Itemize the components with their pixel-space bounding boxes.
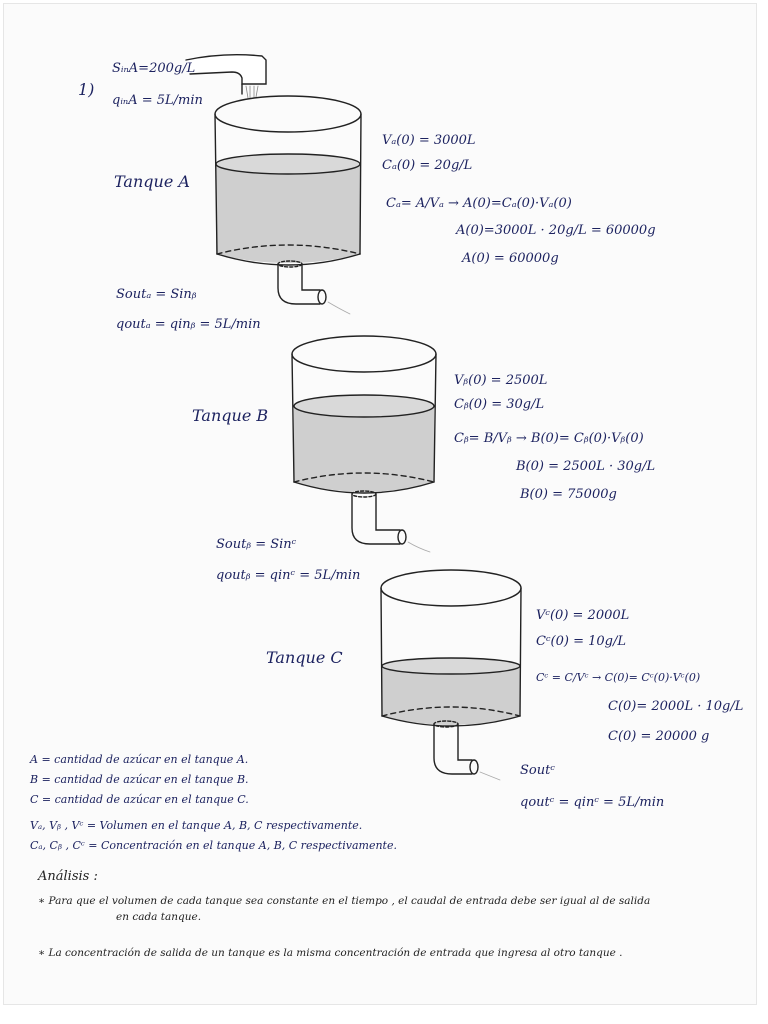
analysis-heading: Análisis : xyxy=(38,869,98,884)
tank-c-concentration: Cᶜ(0) = 10g/L xyxy=(536,634,626,649)
tank-a-outlet-flow: qoutₐ = qinᵦ = 5L/min xyxy=(116,317,261,332)
problem-number: 1) xyxy=(78,80,95,99)
tank-c-result: C(0) = 20000 g xyxy=(608,729,710,744)
tank-a-label: Tanque A xyxy=(114,172,190,191)
tank-a-result: A(0) = 60000g xyxy=(462,251,559,266)
tank-b-concentration: Cᵦ(0) = 30g/L xyxy=(454,397,545,412)
inlet-flow: qᵢₙA = 5L/min xyxy=(112,93,203,108)
tank-c-volume: Vᶜ(0) = 2000L xyxy=(536,608,630,623)
tank-b-outlet-flow: qoutᵦ = qinᶜ = 5L/min xyxy=(216,568,361,583)
tank-c-outlet-flow: qoutᶜ = qinᶜ = 5L/min xyxy=(520,795,665,810)
tank-a-concentration: Cₐ(0) = 20g/L xyxy=(382,158,473,173)
legend-item: Cₐ, Cᵦ , Cᶜ = Concentración en el tanque… xyxy=(30,839,397,852)
tank-drawings xyxy=(185,53,522,781)
tank-c-label: Tanque C xyxy=(266,648,343,667)
legend-item: B = cantidad de azúcar en el tanque B. xyxy=(30,773,249,786)
tank-b-result: B(0) = 75000g xyxy=(520,487,617,502)
analysis-bullet: ∗ La concentración de salida de un tanqu… xyxy=(38,947,623,959)
faucet-icon xyxy=(185,53,267,100)
notebook-page: 1) SᵢₙA=200g/L qᵢₙA = 5L/min Tanque A Vₐ… xyxy=(4,4,756,1004)
legend-item: C = cantidad de azúcar en el tanque C. xyxy=(30,793,249,806)
tank-a-drawing xyxy=(214,95,362,315)
tank-b-label: Tanque B xyxy=(192,406,269,425)
analysis-bullet: ∗ Para que el volumen de cada tanque sea… xyxy=(38,895,651,907)
tank-a-volume: Vₐ(0) = 3000L xyxy=(382,133,476,148)
inlet-concentration: SᵢₙA=200g/L xyxy=(112,61,196,76)
tank-a-outlet-concentration: Soutₐ = Sinᵦ xyxy=(116,287,197,302)
tank-b-formula: Cᵦ= B/Vᵦ → B(0)= Cᵦ(0)·Vᵦ(0) xyxy=(454,431,644,446)
tank-b-outlet-concentration: Soutᵦ = Sinᶜ xyxy=(216,537,297,552)
tank-c-outlet-concentration: Soutᶜ xyxy=(520,763,555,778)
legend-item: Vₐ, Vᵦ , Vᶜ = Volumen en el tanque A, B,… xyxy=(30,819,363,832)
tank-a-calculation: A(0)=3000L · 20g/L = 60000g xyxy=(456,223,656,238)
tank-c-calculation: C(0)= 2000L · 10g/L xyxy=(608,699,744,714)
tank-b-calculation: B(0) = 2500L · 30g/L xyxy=(516,459,656,474)
tank-c-drawing xyxy=(380,569,522,781)
tank-a-formula: Cₐ= A/Vₐ → A(0)=Cₐ(0)·Vₐ(0) xyxy=(386,196,572,211)
tank-b-volume: Vᵦ(0) = 2500L xyxy=(454,373,548,388)
tank-c-formula: Cᶜ = C/Vᶜ → C(0)= Cᶜ(0)·Vᶜ(0) xyxy=(536,671,701,684)
legend-item: A = cantidad de azúcar en el tanque A. xyxy=(30,753,249,766)
tank-b-drawing xyxy=(291,335,437,553)
analysis-bullet-continuation: en cada tanque. xyxy=(116,911,202,923)
